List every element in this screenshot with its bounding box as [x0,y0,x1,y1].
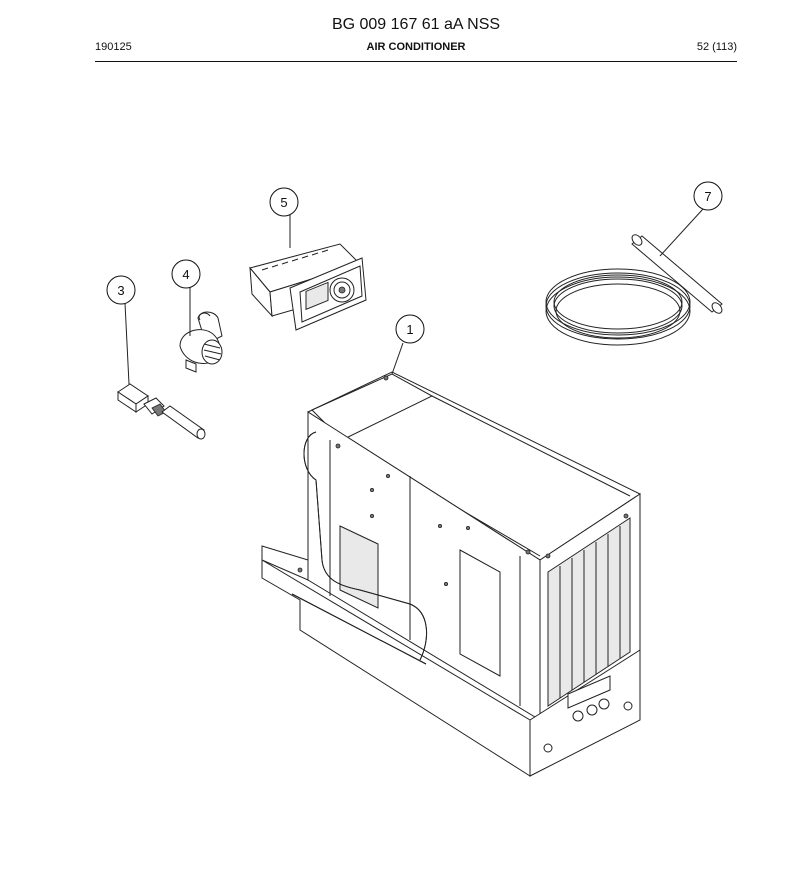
callout-5: 5 [269,187,299,217]
callout-7: 7 [693,181,723,211]
control-panel-part-5 [249,243,367,331]
svg-text:5: 5 [280,195,287,210]
connector-part-3 [117,383,206,440]
svg-text:3: 3 [117,283,124,298]
svg-text:1: 1 [406,322,413,337]
air-conditioner-unit-part-1 [261,371,642,777]
callout-1: 1 [395,314,425,344]
section-title: AIR CONDITIONER [366,41,466,53]
document-number: BG 009 167 61 aA NSS [331,16,501,33]
sensor-part-4 [179,311,223,373]
svg-text:4: 4 [182,267,189,282]
svg-text:7: 7 [704,189,711,204]
leader-lines [124,208,704,385]
hose-coil-part-7 [545,234,723,346]
callout-4: 4 [171,259,201,289]
document-code: 190125 [95,41,132,53]
page-number: 52 (113) [696,41,737,53]
header-rule [95,61,737,62]
callout-3: 3 [106,275,136,305]
